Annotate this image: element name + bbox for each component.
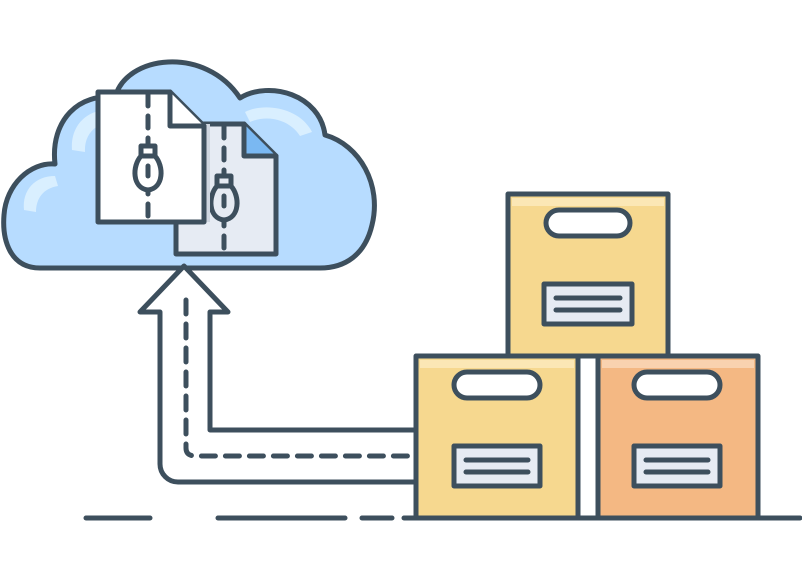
box-label: [541, 281, 635, 327]
upload-arrow-icon: [137, 263, 423, 485]
cardboard-box-icon: [505, 191, 671, 359]
zipper-pull-icon: [208, 173, 240, 223]
zipper-pull-icon: [132, 143, 164, 193]
cardboard-box-icon: [413, 353, 581, 521]
box-label: [631, 443, 723, 489]
box-label: [451, 443, 543, 489]
zip-file-icon: [95, 89, 210, 225]
box-handle: [631, 369, 723, 401]
cardboard-box-icon: [595, 353, 761, 521]
box-handle: [543, 207, 633, 239]
box-handle: [451, 369, 543, 401]
